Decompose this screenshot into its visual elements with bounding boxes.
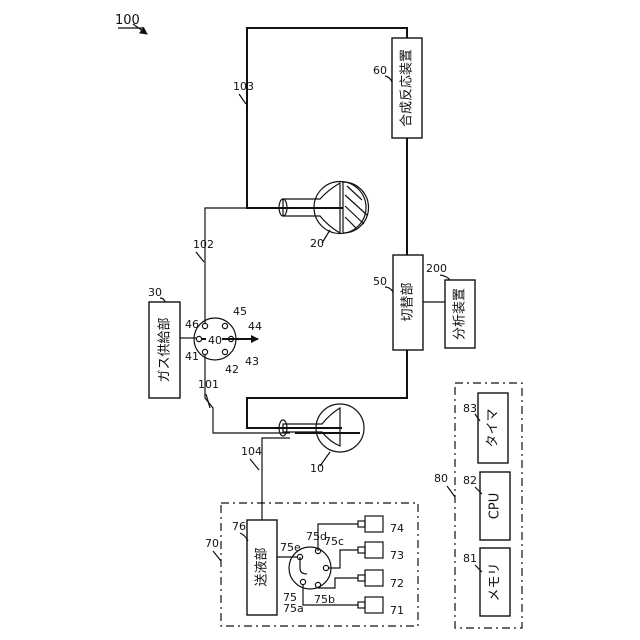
tube-103-upper xyxy=(247,28,407,208)
ref-71: 71 xyxy=(390,604,404,617)
cpu-label: CPU xyxy=(488,493,503,519)
leader-80 xyxy=(447,486,455,497)
synthesis-label: 合成反応装置 xyxy=(400,49,415,127)
ref-102: 102 xyxy=(193,238,214,251)
ref-45: 45 xyxy=(233,305,247,318)
bottle-71 xyxy=(358,597,383,613)
ref-82: 82 xyxy=(463,474,477,487)
ref-72: 72 xyxy=(390,577,404,590)
ref-70: 70 xyxy=(205,537,219,550)
bottle-73 xyxy=(358,542,383,558)
liquid-feed-label: 送液部 xyxy=(255,547,270,586)
leader-70 xyxy=(213,551,221,561)
ref-75b: 75b xyxy=(314,593,335,606)
leader-200 xyxy=(440,275,450,280)
ref-83: 83 xyxy=(463,402,477,415)
ref-101: 101 xyxy=(198,378,219,391)
analyzer-label: 分析装置 xyxy=(453,288,468,340)
ref-44: 44 xyxy=(248,320,262,333)
ref-20: 20 xyxy=(310,237,324,250)
leader-104 xyxy=(250,459,259,470)
ref-200: 200 xyxy=(426,262,447,275)
leader-10 xyxy=(320,452,330,466)
ref-41: 41 xyxy=(185,350,199,363)
leader-103 xyxy=(239,94,246,104)
gas-supply-label: ガス供給部 xyxy=(158,317,173,382)
memory-label: メモリ xyxy=(488,562,503,601)
bottle-74 xyxy=(358,516,383,532)
figure-ref-arrow xyxy=(133,24,147,34)
ref-75c: 75c xyxy=(324,535,344,548)
ref-40: 40 xyxy=(208,334,222,347)
ref-103: 103 xyxy=(233,80,254,93)
switch-unit-label: 切替部 xyxy=(401,282,416,321)
ref-104: 104 xyxy=(241,445,262,458)
ref-75a: 75a xyxy=(283,602,304,615)
tube-switch-to-flask10 xyxy=(247,350,407,428)
ref-75e: 75e xyxy=(280,541,301,554)
ref-80: 80 xyxy=(434,472,448,485)
bottle-72 xyxy=(358,570,383,586)
tube-104 xyxy=(262,438,290,520)
ref-73: 73 xyxy=(390,549,404,562)
leader-102 xyxy=(196,252,204,262)
line-to-73 xyxy=(329,550,358,568)
ref-30: 30 xyxy=(148,286,162,299)
ref-43: 43 xyxy=(245,355,259,368)
leader-101 xyxy=(206,394,210,408)
ref-50: 50 xyxy=(373,275,387,288)
ref-60: 60 xyxy=(373,64,387,77)
ref-76: 76 xyxy=(232,520,246,533)
ref-74: 74 xyxy=(390,522,404,535)
ref-46: 46 xyxy=(185,318,199,331)
timer-label: タイマ xyxy=(486,408,501,447)
ref-42: 42 xyxy=(225,363,239,376)
tube-102 xyxy=(205,208,290,318)
ref-81: 81 xyxy=(463,552,477,565)
